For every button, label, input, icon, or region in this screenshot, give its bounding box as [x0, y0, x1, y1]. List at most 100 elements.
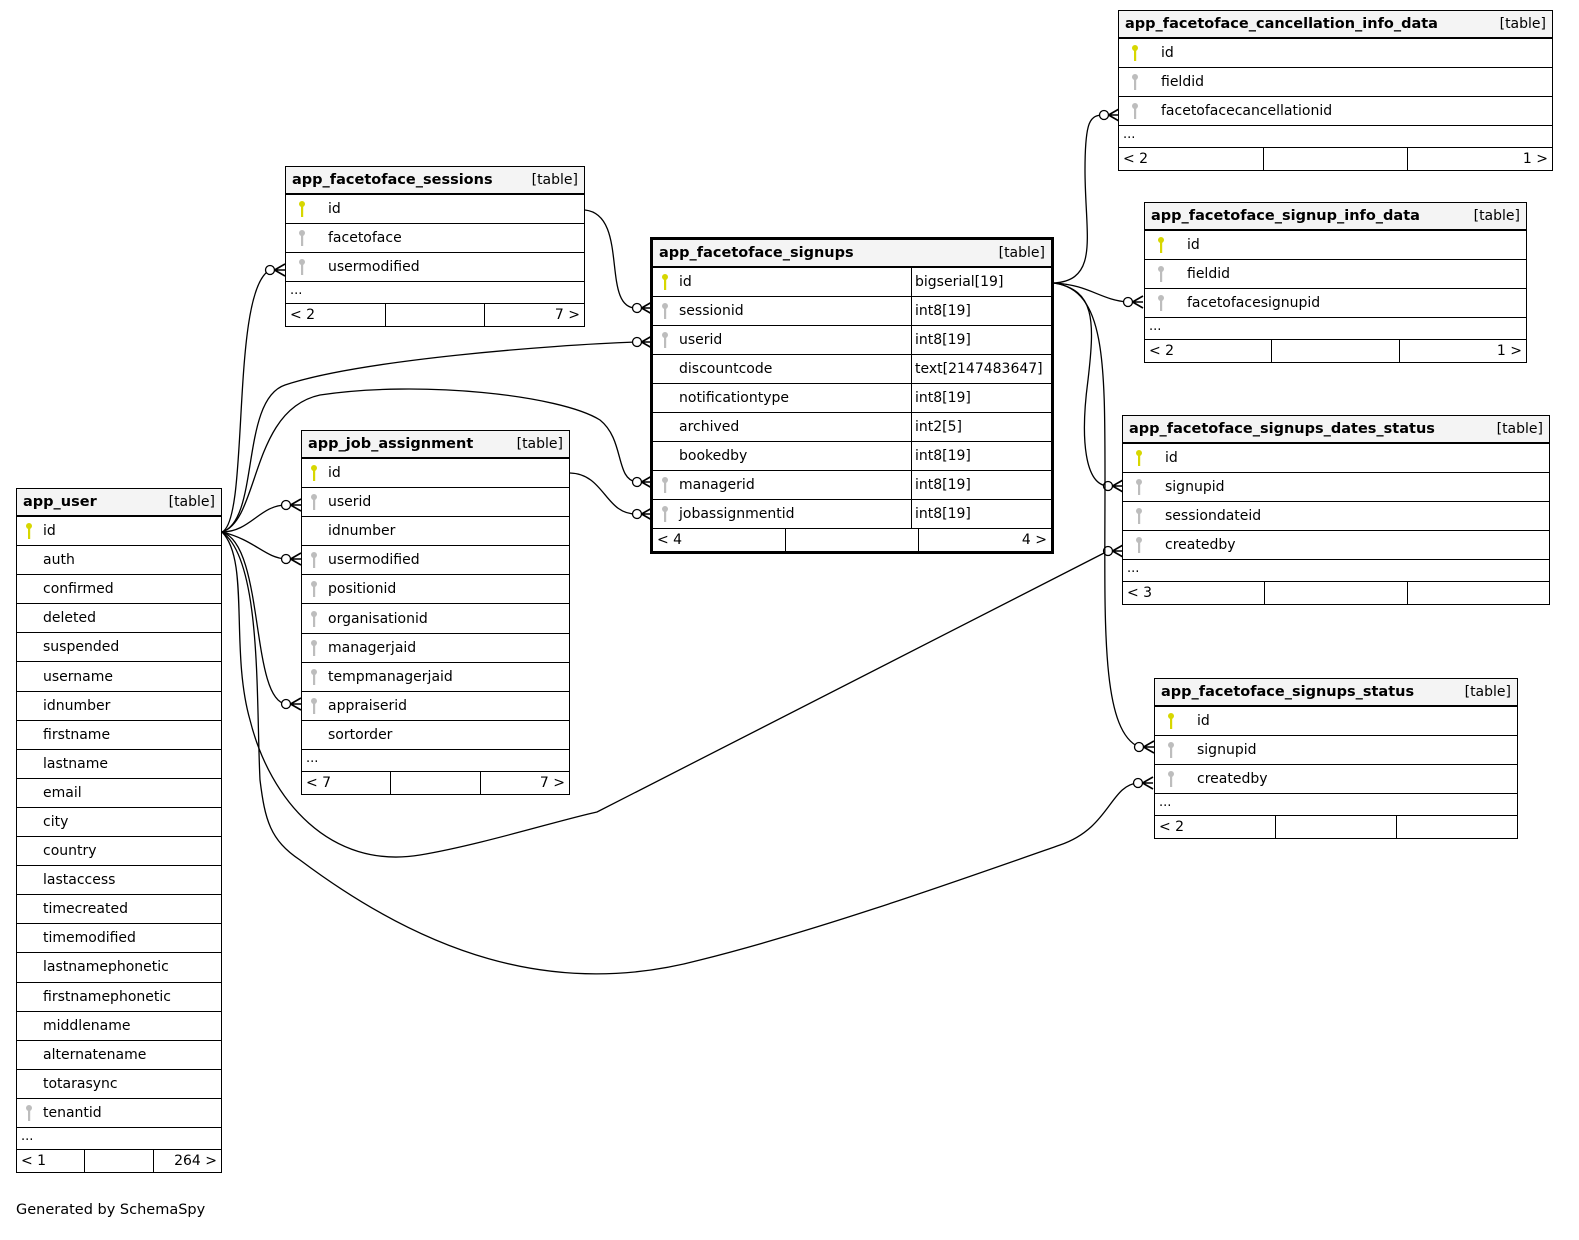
table-header[interactable]: app_facetoface_cancellation_info_data[ta… [1119, 11, 1552, 39]
table-name[interactable]: app_facetoface_signups_status [1161, 684, 1415, 700]
table-header[interactable]: app_facetoface_signup_info_data[table] [1145, 203, 1526, 231]
column-row[interactable]: facetofacesignupid [1145, 289, 1526, 318]
table-header[interactable]: app_facetoface_signups_status[table] [1155, 679, 1517, 707]
column-row[interactable]: appraiserid [302, 692, 569, 721]
column-name: signupid [1197, 742, 1257, 758]
column-row[interactable]: fieldid [1119, 68, 1552, 97]
column-row[interactable]: organisationid [302, 604, 569, 634]
table-header[interactable]: app_facetoface_signups_dates_status[tabl… [1123, 416, 1549, 444]
column-row[interactable]: auth [17, 546, 221, 576]
table-name[interactable]: app_facetoface_signups [659, 245, 854, 261]
children-count[interactable]: 1 > [1398, 340, 1526, 362]
column-row[interactable]: timecreated [17, 895, 221, 925]
column-row[interactable]: lastaccess [17, 866, 221, 896]
column-row[interactable]: username [17, 662, 221, 692]
column-row[interactable]: alternatename [17, 1041, 221, 1070]
table-header[interactable]: app_job_assignment[table] [302, 431, 569, 459]
table-app-facetoface-signups-status[interactable]: app_facetoface_signups_status[table]id si… [1154, 678, 1518, 839]
table-name[interactable]: app_facetoface_cancellation_info_data [1125, 16, 1438, 32]
table-app-facetoface-signup-info-data[interactable]: app_facetoface_signup_info_data[table]id… [1144, 202, 1527, 363]
children-count[interactable]: 7 > [479, 771, 569, 794]
column-row[interactable]: usermodified [286, 253, 584, 282]
table-header[interactable]: app_facetoface_sessions[table] [286, 167, 584, 195]
column-row[interactable]: firstname [17, 721, 221, 750]
parents-count[interactable]: < 2 [1123, 151, 1149, 167]
column-row[interactable]: lastname [17, 750, 221, 779]
crows-foot-marker [274, 263, 286, 277]
children-count[interactable] [1396, 816, 1517, 838]
parents-count[interactable]: < 3 [1127, 585, 1153, 601]
column-row[interactable]: createdby [1123, 531, 1549, 560]
column-row[interactable]: lastnamephonetic [17, 953, 221, 983]
table-header[interactable]: app_user[table] [17, 489, 221, 517]
table-name[interactable]: app_facetoface_sessions [292, 172, 493, 188]
table-name[interactable]: app_facetoface_signups_dates_status [1129, 421, 1435, 437]
column-row[interactable]: managerjaid [302, 634, 569, 663]
children-count[interactable]: 1 > [1407, 148, 1552, 170]
column-row[interactable]: id [286, 195, 584, 224]
column-row[interactable]: confirmed [17, 575, 221, 605]
children-count[interactable] [1406, 582, 1549, 604]
parents-count[interactable]: < 1 [21, 1152, 47, 1169]
column-row[interactable]: id [1145, 231, 1526, 260]
children-count[interactable]: 7 > [484, 304, 584, 326]
column-row[interactable]: facetoface [286, 224, 584, 253]
children-count[interactable]: 4 > [918, 529, 1051, 551]
generated-by-label: Generated by SchemaSpy [16, 1202, 206, 1218]
parents-count[interactable]: < 4 [657, 532, 683, 548]
parents-count[interactable]: < 7 [306, 774, 332, 791]
children-count[interactable]: 264 > [152, 1149, 221, 1172]
table-name[interactable]: app_job_assignment [308, 436, 474, 452]
parents-count[interactable]: < 2 [1149, 343, 1175, 359]
column-row[interactable]: idnumber [302, 517, 569, 547]
column-row[interactable]: timemodified [17, 924, 221, 954]
column-row[interactable]: signupid [1155, 736, 1517, 765]
foreign-key-icon [302, 610, 326, 628]
column-row[interactable]: id [17, 517, 221, 547]
column-row[interactable]: country [17, 837, 221, 867]
column-row[interactable]: middlename [17, 1012, 221, 1041]
column-row[interactable]: id [1119, 39, 1552, 68]
column-row[interactable]: sortorder [302, 721, 569, 750]
column-row[interactable]: userid [302, 488, 569, 518]
column-row[interactable]: id [1123, 444, 1549, 473]
table-app-facetoface-signups-dates-status[interactable]: app_facetoface_signups_dates_status[tabl… [1122, 415, 1550, 605]
column-row[interactable]: tenantid [17, 1099, 221, 1128]
column-row[interactable]: idnumber [17, 692, 221, 721]
column-row[interactable]: signupid [1123, 473, 1549, 502]
column-row[interactable]: firstnamephonetic [17, 983, 221, 1012]
column-row[interactable]: positionid [302, 575, 569, 605]
parents-count[interactable]: < 2 [1159, 819, 1185, 835]
column-row[interactable]: facetofacecancellationid [1119, 97, 1552, 126]
table-header[interactable]: app_facetoface_signups[table] [653, 240, 1051, 268]
column-row[interactable]: sessiondateid [1123, 502, 1549, 531]
column-row[interactable]: fieldid [1145, 260, 1526, 289]
column-row[interactable]: totarasync [17, 1070, 221, 1099]
table-name[interactable]: app_user [23, 494, 97, 510]
parents-count[interactable]: < 2 [290, 307, 316, 323]
table-app-facetoface-cancellation-info-data[interactable]: app_facetoface_cancellation_info_data[ta… [1118, 10, 1553, 171]
column-row[interactable]: deleted [17, 604, 221, 634]
column-row[interactable]: tempmanagerjaid [302, 663, 569, 692]
column-row[interactable]: email [17, 779, 221, 808]
column-row[interactable]: city [17, 808, 221, 838]
column-row[interactable]: id [302, 459, 569, 489]
table-name[interactable]: app_facetoface_signup_info_data [1151, 208, 1420, 224]
column-row[interactable]: suspended [17, 633, 221, 663]
column-row[interactable]: usermodified [302, 546, 569, 576]
column-row[interactable]: id [1155, 707, 1517, 736]
column-row[interactable]: createdby [1155, 765, 1517, 794]
